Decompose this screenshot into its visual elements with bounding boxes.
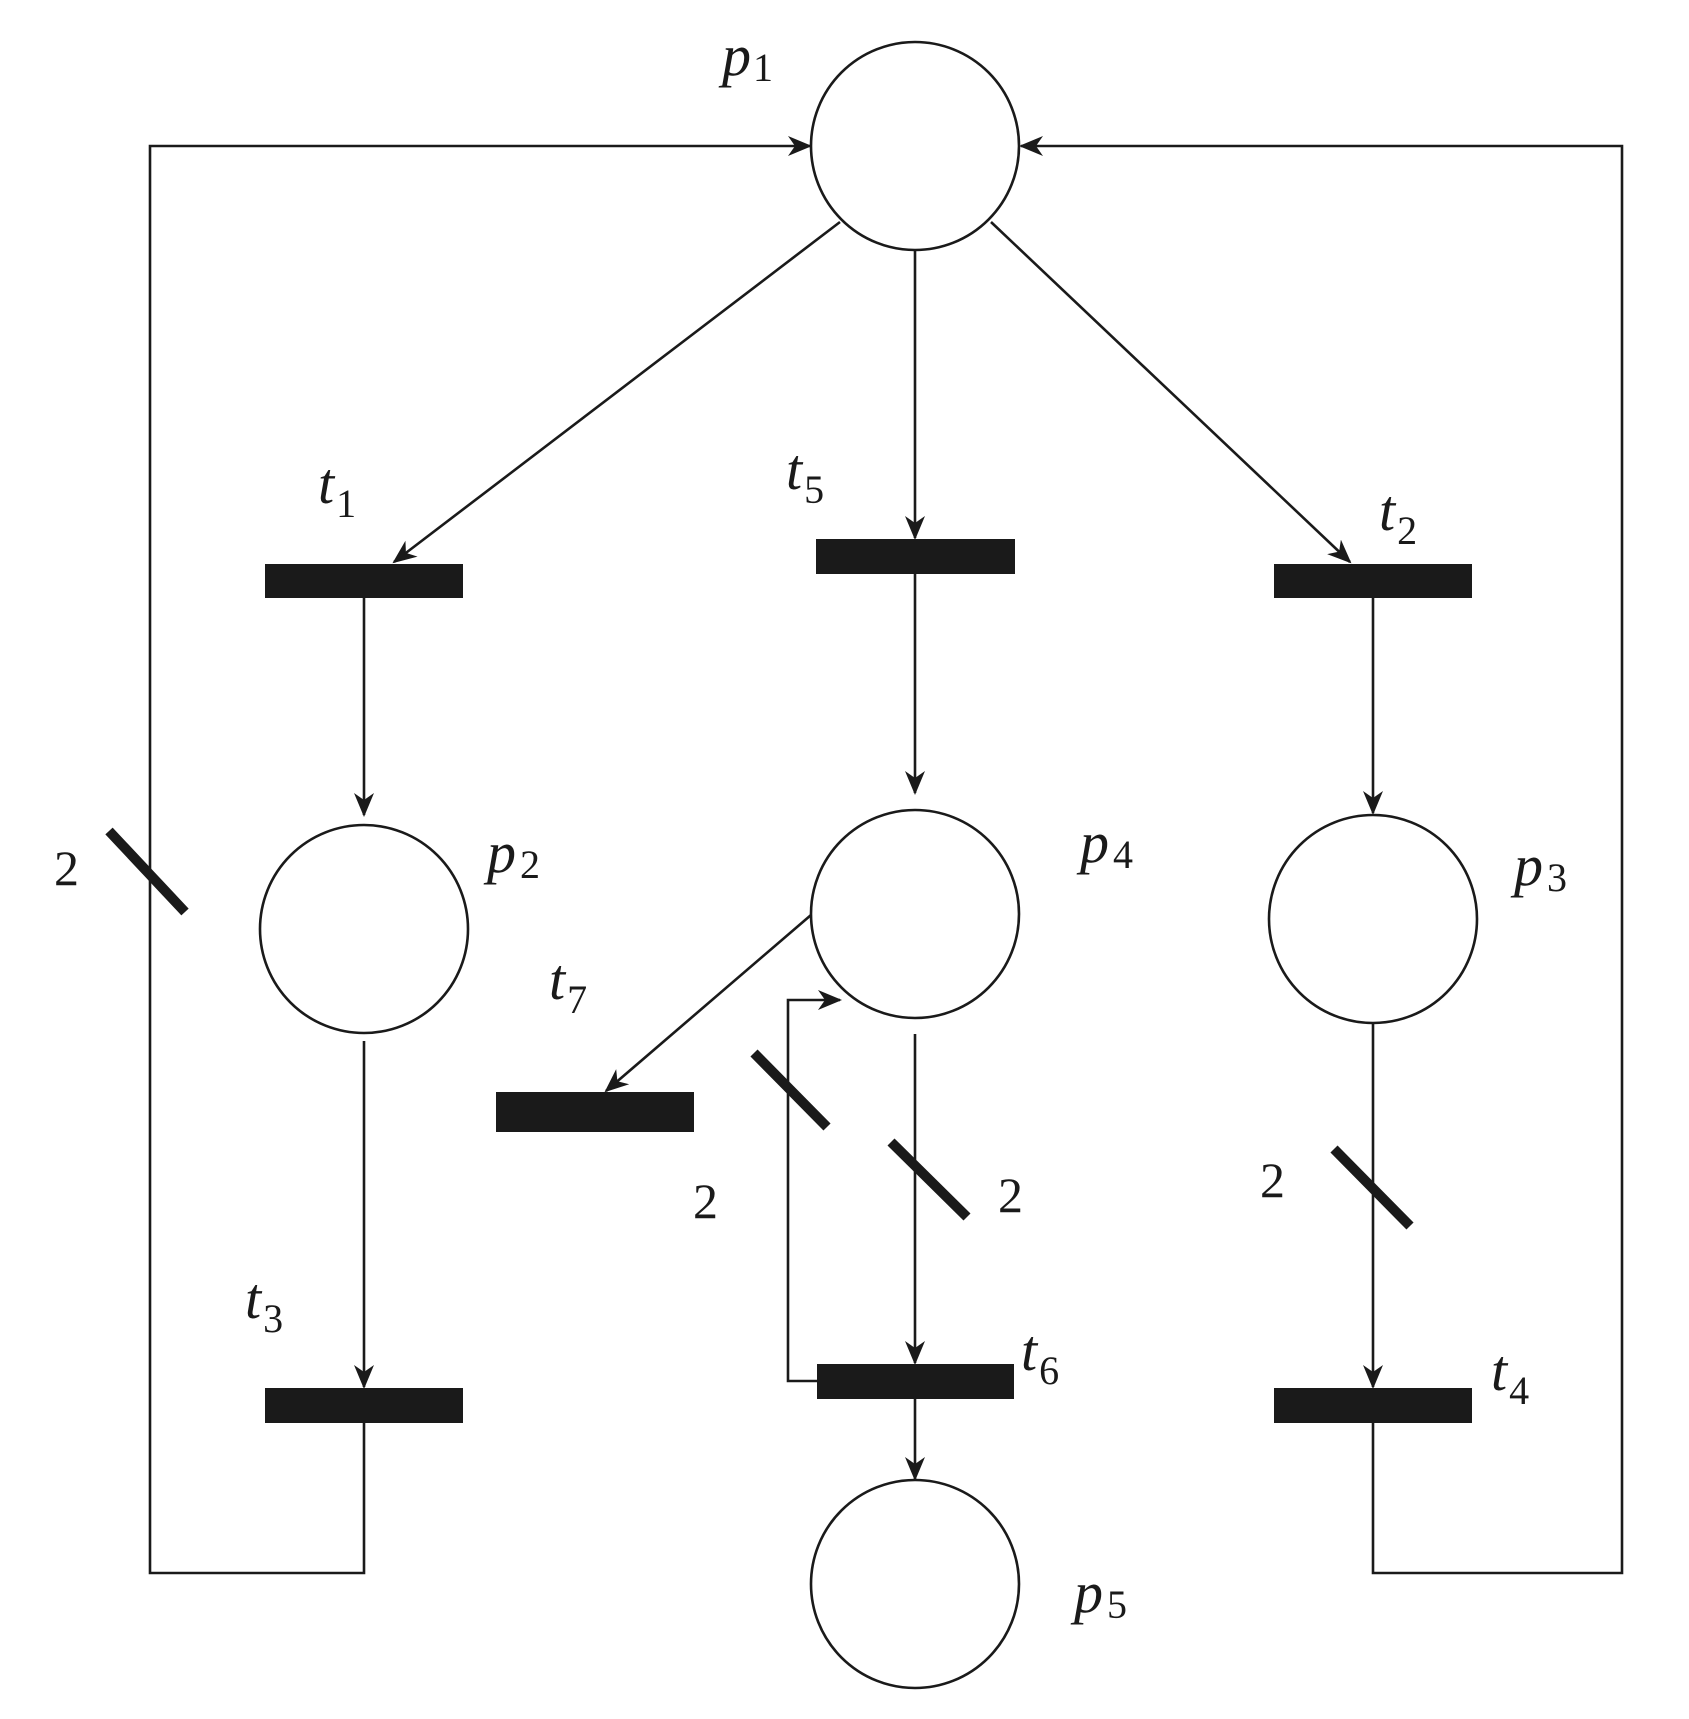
- transition-t1[interactable]: [265, 564, 463, 598]
- weight-slash-t3-p1: [105, 827, 189, 916]
- transition-t7[interactable]: [496, 1092, 694, 1132]
- weight-slash-p3-t4: [1330, 1145, 1414, 1230]
- arcs: [148, 136, 1624, 1575]
- transitions: [265, 539, 1472, 1423]
- weight-marks: [105, 827, 1414, 1230]
- arc-t3-p1: [148, 136, 812, 1575]
- weight-label-p3-t4: 2: [1260, 1152, 1285, 1208]
- arc-t6-p4: [786, 990, 842, 1383]
- weight-label-t6-p4: 2: [693, 1173, 718, 1229]
- transition-t4[interactable]: [1274, 1388, 1472, 1423]
- transition-t3[interactable]: [265, 1388, 463, 1423]
- arc-p1-t2: [990, 221, 1352, 564]
- transition-t5[interactable]: [816, 539, 1015, 574]
- arc-p1-t1: [392, 220, 841, 564]
- place-p2[interactable]: [258, 823, 470, 1035]
- weight-label-p4-t6: 2: [998, 1167, 1023, 1223]
- place-p1[interactable]: [809, 40, 1021, 252]
- weight-slash-t6-p4: [750, 1049, 831, 1131]
- label-t6: t6: [1021, 1318, 1059, 1393]
- place-p5[interactable]: [809, 1478, 1021, 1690]
- weight-label-t3-p1: 2: [54, 840, 79, 896]
- transition-t6[interactable]: [817, 1364, 1014, 1399]
- label-p1: p1: [718, 23, 773, 90]
- weight-slash-p4-t6: [887, 1138, 971, 1221]
- place-p3[interactable]: [1267, 813, 1479, 1025]
- arc-p4-t7: [604, 914, 812, 1093]
- label-t7: t7: [549, 947, 587, 1022]
- label-t3: t3: [245, 1266, 283, 1341]
- label-t4: t4: [1491, 1338, 1529, 1413]
- arc-t4-p1: [1019, 136, 1624, 1575]
- label-t1: t1: [318, 451, 356, 526]
- transition-t2[interactable]: [1274, 564, 1472, 598]
- label-t2: t2: [1379, 478, 1417, 553]
- weight-labels: 2 2 2 2: [54, 840, 1285, 1229]
- places: [258, 40, 1479, 1690]
- place-p4[interactable]: [809, 808, 1021, 1020]
- transition-labels: t1 t5 t2 t7 t3 t6 t4: [245, 437, 1529, 1413]
- label-t5: t5: [786, 437, 824, 512]
